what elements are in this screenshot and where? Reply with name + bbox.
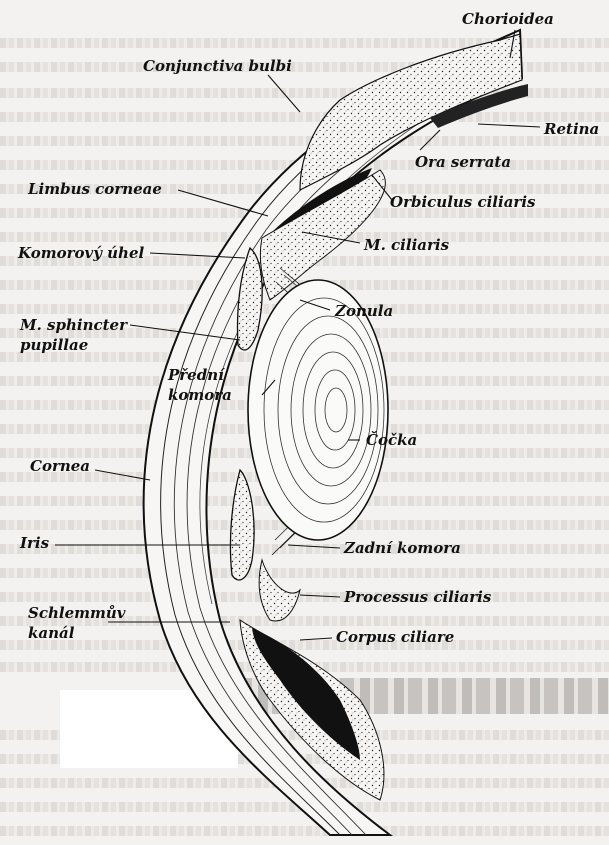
label-zadni-komora: Zadní komora — [344, 539, 461, 557]
label-predni-komora-line2: komora — [168, 386, 232, 404]
label-conjunctiva-bulbi: Conjunctiva bulbi — [143, 57, 292, 75]
iris-lower — [230, 470, 254, 580]
label-corpus-ciliare: Corpus ciliare — [336, 628, 454, 646]
label-m-sphincter-line2: pupillae — [20, 336, 88, 354]
label-schlemmuv-kanal-line2: kanál — [28, 624, 74, 642]
label-cornea: Cornea — [30, 457, 90, 475]
label-zonula: Zonula — [335, 302, 393, 320]
label-m-sphincter-line1: M. sphincter — [20, 316, 127, 334]
label-orbiculus-ciliaris: Orbiculus ciliaris — [390, 193, 535, 211]
ciliary-processes — [259, 560, 300, 621]
label-m-ciliaris: M. ciliaris — [364, 236, 449, 254]
label-iris: Iris — [20, 534, 49, 552]
label-schlemmuv-kanal-line1: Schlemmův — [28, 604, 125, 622]
label-chorioidea: Chorioidea — [462, 10, 554, 28]
label-processus-ciliaris: Processus ciliaris — [344, 588, 491, 606]
label-cocka: Čočka — [366, 431, 417, 449]
label-ora-serrata: Ora serrata — [415, 153, 511, 171]
label-komorovy-uhel: Komorový úhel — [18, 244, 144, 262]
label-predni-komora-line1: Přední — [168, 366, 224, 384]
label-retina: Retina — [544, 120, 599, 138]
label-limbus-corneae: Limbus corneae — [28, 180, 162, 198]
